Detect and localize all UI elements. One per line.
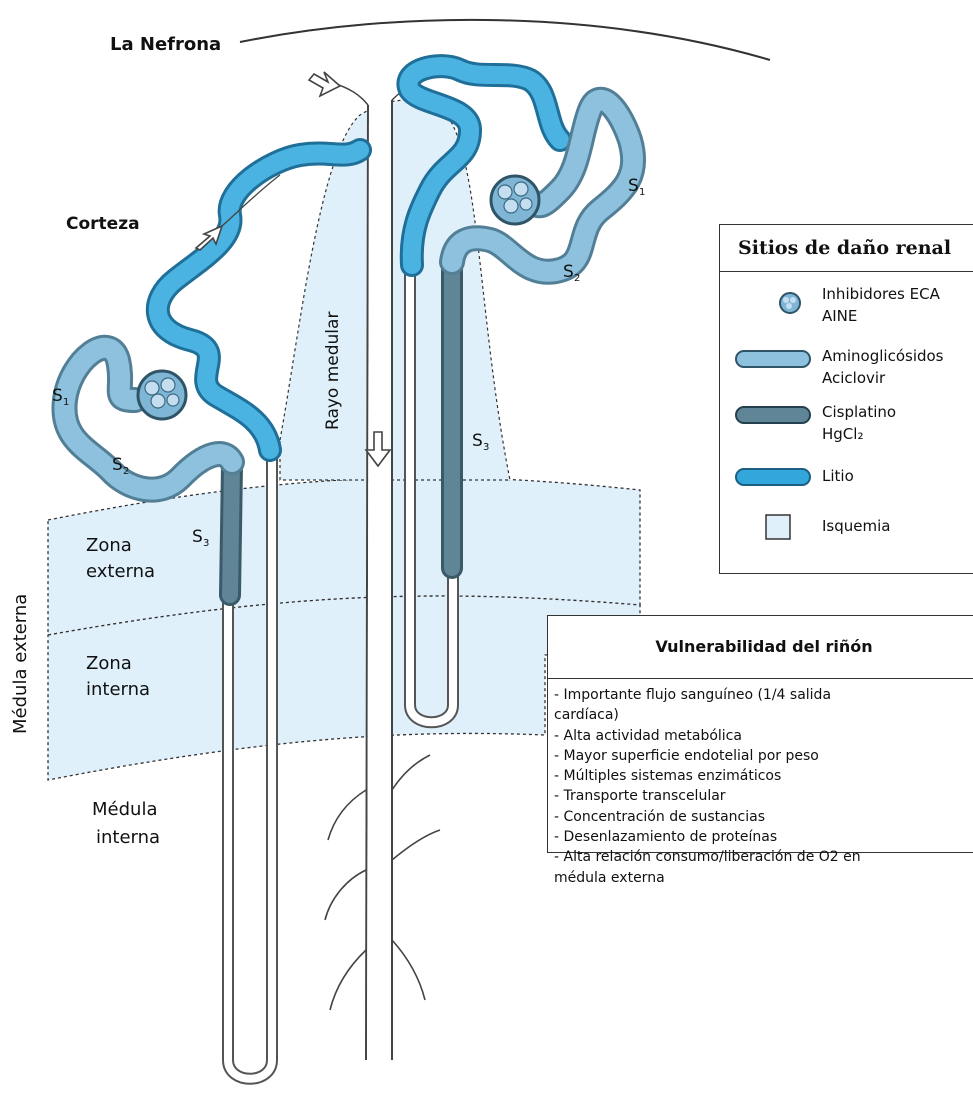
- list-item: - Concentración de sustancias: [554, 807, 973, 827]
- legend-item-aminoglycosides: Aminoglicósidos Aciclovir: [720, 345, 973, 393]
- cortex-label: Corteza: [66, 214, 140, 234]
- svg-text:2: 2: [574, 273, 580, 284]
- vulnerability-list: - Importante flujo sanguíneo (1/4 salida…: [548, 679, 973, 888]
- legend-label: Inhibidores ECA: [822, 283, 940, 305]
- outer-zone-label-1: Zona: [86, 535, 132, 556]
- legend-label: Aminoglicósidos: [822, 345, 944, 367]
- legend-label: Cisplatino: [822, 401, 896, 423]
- kidney-vulnerability-box: Vulnerabilidad del riñón - Importante fl…: [547, 615, 973, 853]
- inner-zone-label-2: interna: [86, 679, 150, 700]
- collecting-duct-fill: [367, 100, 391, 1060]
- svg-text:S: S: [112, 455, 123, 475]
- svg-text:S: S: [472, 431, 483, 451]
- list-item: - Mayor superficie endotelial por peso: [554, 746, 973, 766]
- svg-text:3: 3: [203, 538, 209, 549]
- legend-label: Isquemia: [822, 515, 890, 537]
- list-item: cardíaca): [554, 705, 973, 725]
- svg-text:S: S: [628, 176, 639, 196]
- vulnerability-title: Vulnerabilidad del riñón: [548, 616, 973, 679]
- svg-text:1: 1: [639, 187, 645, 198]
- legend-item-ace-inhibitors: Inhibidores ECA AINE: [720, 283, 973, 331]
- legend-item-cisplatin: Cisplatino HgCl₂: [720, 401, 973, 449]
- legend-label: Aciclovir: [822, 367, 885, 389]
- svg-text:S: S: [52, 386, 63, 406]
- renal-damage-legend: Sitios de daño renal Inhibidores ECA AIN…: [719, 224, 973, 574]
- legend-item-lithium: Litio: [720, 465, 973, 491]
- svg-text:3: 3: [483, 442, 489, 453]
- legend-label: HgCl₂: [822, 423, 863, 445]
- legend-label: Litio: [822, 465, 854, 487]
- medullary-ray-label: Rayo medular: [323, 312, 343, 430]
- glomerulus-icon: [778, 291, 802, 315]
- inner-medulla-label-2: interna: [96, 827, 160, 848]
- ischemia-square-icon: [764, 513, 794, 541]
- list-item: - Alta actividad metabólica: [554, 726, 973, 746]
- legend-title: Sitios de daño renal: [720, 225, 973, 272]
- left-glomerulus-icon: [138, 371, 186, 419]
- outer-medulla-label: Médula externa: [10, 594, 31, 734]
- cortex-boundary-arc: [240, 20, 770, 60]
- list-item: - Importante flujo sanguíneo (1/4 salida: [554, 685, 973, 705]
- right-glomerulus-icon: [491, 176, 539, 224]
- list-item: - Alta relación consumo/liberación de O2…: [554, 847, 973, 867]
- list-item: - Desenlazamiento de proteínas: [554, 827, 973, 847]
- inner-zone-label-1: Zona: [86, 653, 132, 674]
- legend-item-ischemia: Isquemia: [720, 513, 973, 541]
- list-item: - Múltiples sistemas enzimáticos: [554, 766, 973, 786]
- svg-text:2: 2: [123, 466, 129, 477]
- inner-medulla-label-1: Médula: [92, 799, 157, 820]
- list-item: - Transporte transcelular: [554, 786, 973, 806]
- svg-text:1: 1: [63, 397, 69, 408]
- diagram-title: La Nefrona: [110, 34, 221, 55]
- outer-zone-label-2: externa: [86, 561, 155, 582]
- light-blue-tubule-icon: [734, 349, 814, 369]
- segment-label-s2-left: S 2: [112, 455, 129, 477]
- svg-text:S: S: [563, 262, 574, 282]
- bright-blue-tubule-icon: [734, 467, 814, 487]
- legend-label: AINE: [822, 305, 857, 327]
- dark-gray-tubule-icon: [734, 405, 814, 425]
- list-item: médula externa: [554, 868, 973, 888]
- svg-text:S: S: [192, 527, 203, 547]
